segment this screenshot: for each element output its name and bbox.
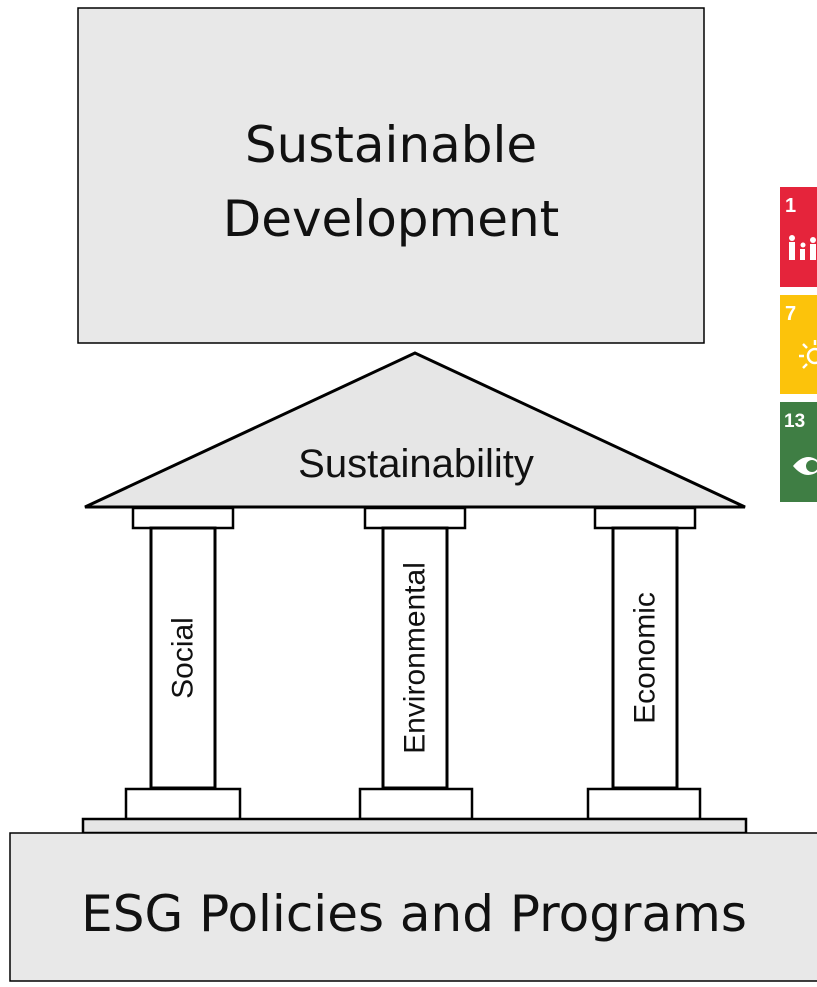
sdg-tile-13-number: 13: [784, 411, 805, 432]
sdg-tile-7-number: 7: [785, 303, 796, 325]
sun-icon: [799, 340, 817, 369]
temple-roof: Sustainability: [84, 351, 746, 509]
temple-foundation: [81, 817, 748, 835]
sustainable-development-box: Sustainable Development: [77, 7, 705, 344]
sustainability-label: Sustainability: [298, 442, 534, 486]
pillar-social: Social: [149, 526, 217, 790]
sustainable-development-line1: Sustainable: [245, 116, 537, 174]
sdg-tile-13: 13: [780, 402, 817, 502]
sdg-tile-1: 1: [780, 187, 817, 287]
pillar-label-environmental: Environmental: [399, 562, 432, 754]
sustainable-development-line2: Development: [223, 190, 560, 248]
sdg-tile-1-number: 1: [785, 195, 796, 217]
pillar-label-economic: Economic: [629, 592, 662, 724]
pillar-label-social: Social: [167, 617, 200, 699]
esg-policies-label: ESG Policies and Programs: [81, 885, 747, 943]
sdg-tile-7: 7: [780, 295, 817, 394]
pillar-environmental: Environmental: [381, 526, 449, 790]
eye-icon: [793, 457, 817, 475]
family-icon: [789, 235, 816, 260]
pillar-bases: [124, 787, 702, 821]
esg-policies-box: ESG Policies and Programs: [9, 832, 817, 982]
pillar-capitals: [131, 506, 697, 530]
pillar-economic: Economic: [611, 526, 679, 790]
